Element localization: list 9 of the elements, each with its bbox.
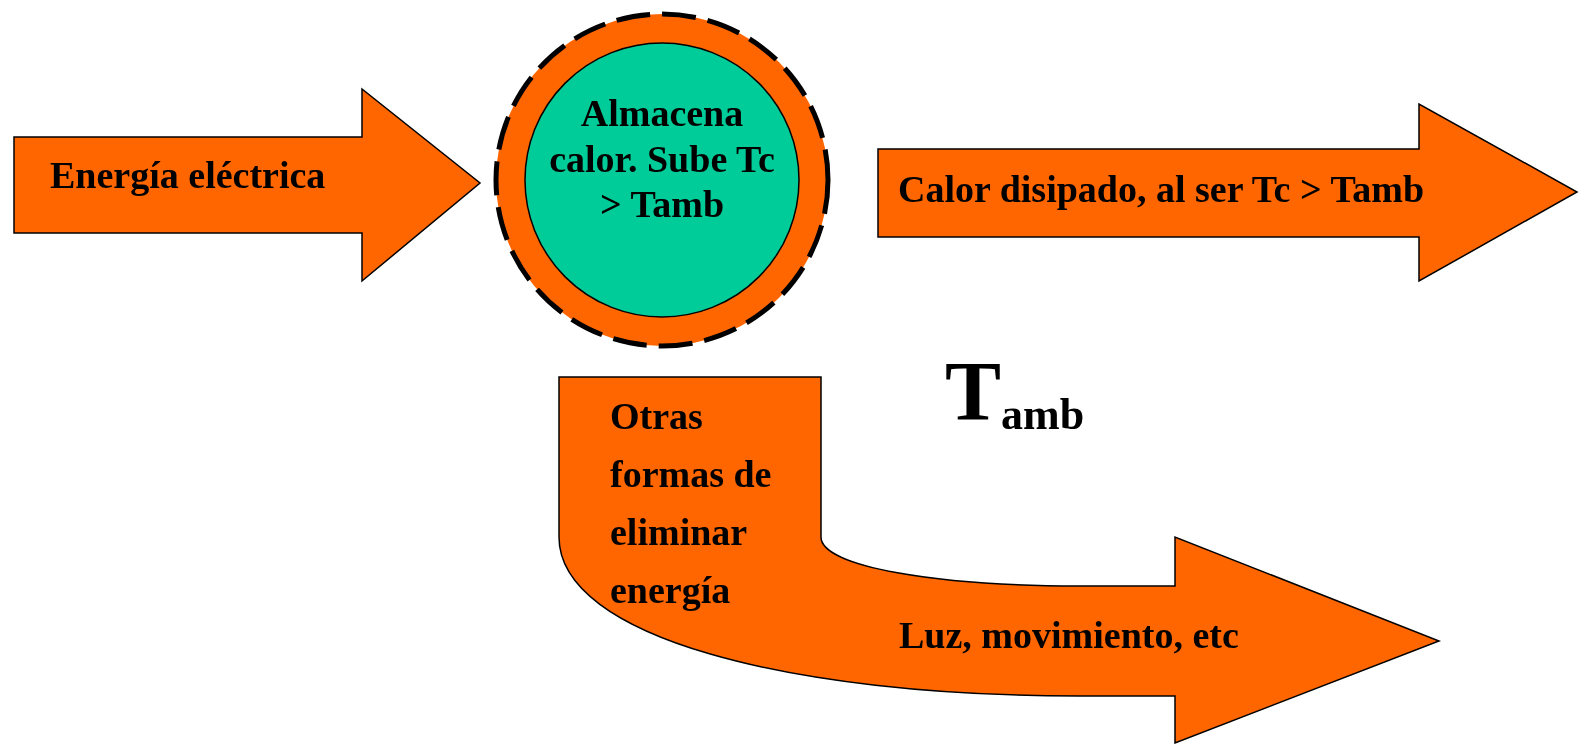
block-arrow: [14, 89, 480, 281]
node-text: Luz, movimiento, etc: [899, 613, 1240, 658]
node-text: Calor disipado, al ser Tc > Tamb: [898, 167, 1426, 212]
node-text: Almacena calor. Sube Tc > Tamb: [548, 91, 776, 228]
block-arrow: [878, 104, 1578, 281]
node-text: Energía eléctrica: [50, 153, 327, 198]
storage-circle: [493, 11, 831, 349]
node-text: Otras formas de eliminar energía: [610, 394, 773, 613]
temperature-label: T$_{amb}$: [945, 350, 1085, 437]
